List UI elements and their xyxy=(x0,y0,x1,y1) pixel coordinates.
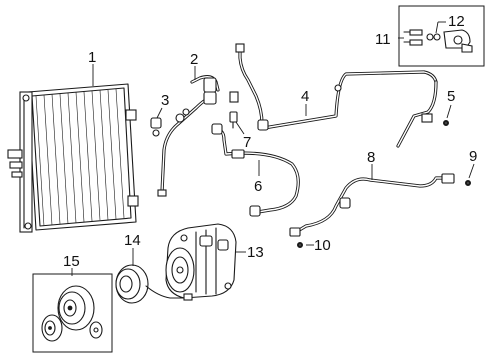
callout-6: 6 xyxy=(254,178,262,195)
callout-3: 3 xyxy=(161,92,169,109)
callout-9: 9 xyxy=(469,148,477,165)
o-ring-9-part xyxy=(464,179,471,186)
leader-12b xyxy=(435,21,439,34)
clutch-assembly-part xyxy=(41,285,103,342)
kit-box xyxy=(398,5,485,67)
suction-line-part xyxy=(229,43,438,148)
callout-10: 10 xyxy=(314,237,331,254)
callout-2: 2 xyxy=(190,51,198,68)
callout-8: 8 xyxy=(367,149,375,166)
leader-5 xyxy=(446,104,452,119)
callout-4: 4 xyxy=(301,88,309,105)
callout-7: 7 xyxy=(243,134,251,151)
o-ring-10-part xyxy=(296,241,303,248)
callout-11: 11 xyxy=(375,31,391,48)
callout-14: 14 xyxy=(124,232,141,249)
hose-8-part xyxy=(289,173,455,237)
valve-7-part xyxy=(229,111,238,129)
callout-15: 15 xyxy=(63,253,80,270)
discharge-hose-part xyxy=(211,123,300,217)
liquid-line-part xyxy=(157,75,220,197)
callout-13: 13 xyxy=(247,244,264,261)
leader-7 xyxy=(235,121,245,135)
leader-9 xyxy=(468,163,475,179)
condenser-part xyxy=(7,83,139,233)
leader-3 xyxy=(156,107,163,119)
callout-1: 1 xyxy=(88,49,96,66)
clutch-box xyxy=(32,273,113,353)
fitting-3-part xyxy=(150,117,162,137)
clutch-coil-part xyxy=(115,264,193,304)
callout-12: 12 xyxy=(448,13,465,30)
bracket-bolt-part xyxy=(403,29,473,53)
o-ring-5-part xyxy=(442,120,449,127)
compressor-part xyxy=(165,223,237,299)
callout-5: 5 xyxy=(447,88,455,105)
